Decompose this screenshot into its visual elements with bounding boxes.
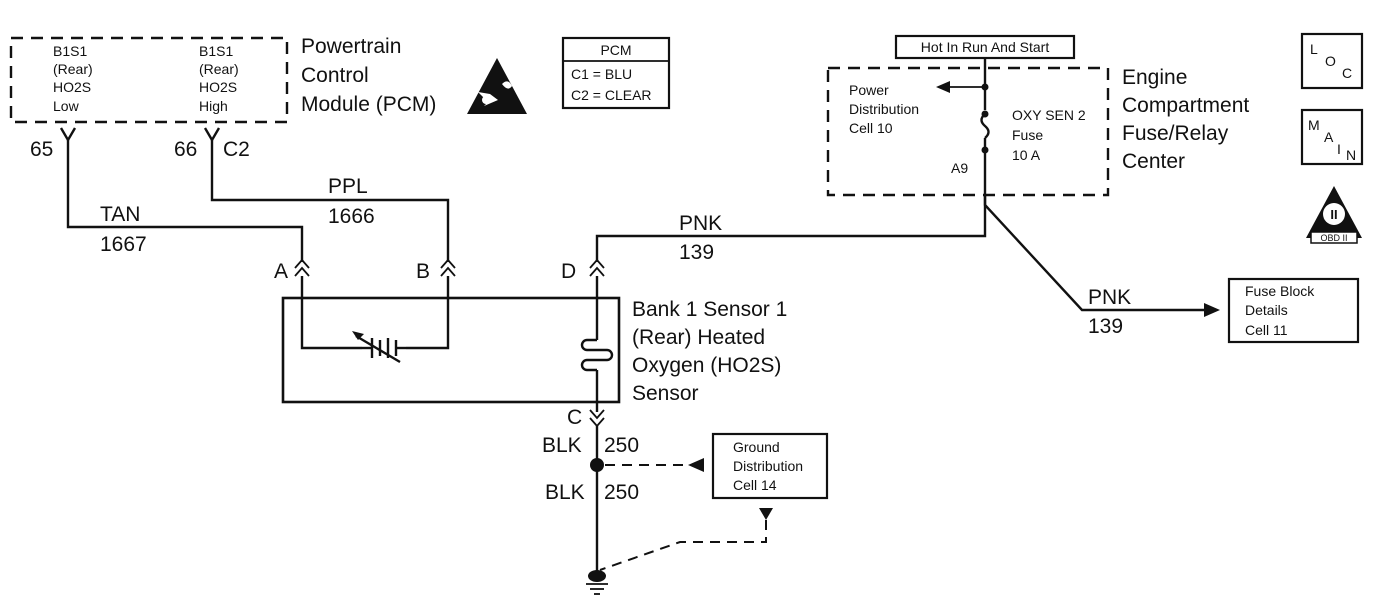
- main-icon-m: M: [1308, 117, 1320, 133]
- pcm-connector-legend: PCM C1 = BLU C2 = CLEAR: [561, 36, 671, 110]
- sensor-title-line-3: Oxygen (HO2S): [632, 354, 781, 377]
- terminal-b: B: [416, 258, 456, 283]
- main-icon-a: A: [1324, 129, 1334, 145]
- sensor-title: Bank 1 Sensor 1 (Rear) Heated Oxygen (HO…: [632, 298, 787, 405]
- pcm-low-line-3: HO2S: [53, 79, 91, 95]
- pcm-legend-c2: C2 = CLEAR: [571, 87, 652, 103]
- fuse-block-line-1: Fuse Block: [1245, 283, 1315, 299]
- terminal-b-label: B: [416, 260, 430, 283]
- wire-pnk-fuse-circuit: 139: [1088, 315, 1123, 338]
- power-dist-line-3: Cell 10: [849, 120, 893, 136]
- fuse-center-title-2: Compartment: [1122, 94, 1249, 117]
- fuse-line-3: 10 A: [1012, 147, 1041, 163]
- pcm-pin-66: 66 C2: [174, 127, 250, 161]
- ground-box-line-3: Cell 14: [733, 477, 777, 493]
- pcm-module: B1S1 (Rear) HO2S Low B1S1 (Rear) HO2S Hi…: [9, 35, 436, 124]
- pcm-title-line-1: Powertrain: [301, 35, 401, 58]
- fuse-block-details-reference: Fuse Block Details Cell 11: [1227, 277, 1360, 344]
- wire-ppl-circuit: 1666: [328, 205, 375, 228]
- wire-blk-lower-color: BLK: [545, 481, 585, 504]
- loc-icon: L O C: [1300, 32, 1364, 90]
- hot-in-run-label: Hot In Run And Start: [921, 39, 1050, 55]
- pcm-low-label: B1S1 (Rear) HO2S Low: [53, 43, 93, 114]
- terminal-a-label: A: [274, 260, 288, 283]
- loc-icon-c: C: [1342, 65, 1352, 81]
- ground-box-line-2: Distribution: [733, 458, 803, 474]
- sensor-title-line-2: (Rear) Heated: [632, 326, 765, 349]
- pcm-low-line-1: B1S1: [53, 43, 87, 59]
- fuse-symbol: [980, 113, 990, 139]
- power-dist-line-1: Power: [849, 82, 889, 98]
- obd-icon-numeral: II: [1330, 207, 1337, 222]
- terminal-d-label: D: [561, 260, 576, 283]
- fuse-center-title-4: Center: [1122, 150, 1185, 173]
- power-dist-line-2: Distribution: [849, 101, 919, 117]
- fuse-line-2: Fuse: [1012, 127, 1043, 143]
- ground-distribution-reference: Ground Distribution Cell 14: [599, 432, 829, 571]
- loc-icon-l: L: [1310, 41, 1318, 57]
- pcm-high-line-1: B1S1: [199, 43, 233, 59]
- wire-pnk-sensor-color: PNK: [679, 212, 722, 235]
- fuse-terminal-a9: A9: [951, 160, 968, 176]
- pcm-title-line-2: Control: [301, 64, 369, 87]
- fuse-relay-center: Hot In Run And Start Power Distribution …: [826, 34, 1249, 197]
- wire-blk-250-ground: BLK 250 BLK 250: [542, 426, 639, 572]
- pcm-pin-65-label: 65: [30, 138, 53, 161]
- sensor-box: [281, 296, 621, 404]
- pcm-title-line-3: Module (PCM): [301, 93, 436, 116]
- heater-element-symbol: [580, 338, 614, 372]
- pcm-pin-66-label: 66: [174, 138, 197, 161]
- main-icon-i: I: [1337, 141, 1341, 157]
- wire-blk-upper-circuit: 250: [604, 434, 639, 457]
- ground-box-line-1: Ground: [733, 439, 780, 455]
- wire-ppl-color: PPL: [328, 175, 368, 198]
- wire-ppl-1666: PPL 1666: [210, 140, 450, 262]
- wire-pnk-139-fuse-block: PNK 139: [983, 195, 1220, 338]
- wire-tan-1667: TAN 1667: [66, 140, 304, 262]
- wire-blk-lower-circuit: 250: [604, 481, 639, 504]
- fuse-line-1: OXY SEN 2: [1012, 107, 1086, 123]
- obd-ii-icon: II OBD II: [1306, 186, 1362, 244]
- pcm-low-line-4: Low: [53, 98, 80, 114]
- fuse-center-dashed-border: [826, 66, 1110, 197]
- obd-icon-label: OBD II: [1320, 233, 1347, 243]
- pcm-legend-title: PCM: [600, 42, 631, 58]
- pcm-high-line-3: HO2S: [199, 79, 237, 95]
- main-icon: M A I N: [1300, 108, 1364, 166]
- terminal-d: D: [561, 258, 605, 283]
- terminal-a: A: [274, 258, 310, 283]
- pcm-connector-c2-label: C2: [223, 138, 250, 161]
- pcm-high-label: B1S1 (Rear) HO2S High: [199, 43, 239, 114]
- terminal-c-label: C: [567, 406, 582, 429]
- terminal-c: C: [567, 406, 605, 429]
- sensor-title-line-4: Sensor: [632, 382, 699, 405]
- pcm-high-line-2: (Rear): [199, 61, 239, 77]
- esd-warning-icon: [467, 58, 527, 114]
- wire-pnk-fuse-color: PNK: [1088, 286, 1131, 309]
- wire-blk-upper-color: BLK: [542, 434, 582, 457]
- fuse-block-line-2: Details: [1245, 302, 1288, 318]
- fuse-block-line-3: Cell 11: [1245, 322, 1288, 338]
- sensor-title-line-1: Bank 1 Sensor 1: [632, 298, 787, 321]
- wire-pnk-139-sensor: PNK 139: [595, 170, 987, 264]
- pcm-title: Powertrain Control Module (PCM): [301, 35, 436, 116]
- fuse-center-title-3: Fuse/Relay: [1122, 122, 1229, 145]
- wire-pnk-sensor-circuit: 139: [679, 241, 714, 264]
- main-icon-n: N: [1346, 147, 1356, 163]
- ground-splice: [590, 458, 604, 472]
- ho2s-sensor: Bank 1 Sensor 1 (Rear) Heated Oxygen (HO…: [281, 276, 787, 412]
- ground-symbol-icon: [586, 570, 608, 595]
- wire-tan-circuit: 1667: [100, 233, 147, 256]
- fuse-center-title-1: Engine: [1122, 66, 1187, 89]
- wire-tan-color: TAN: [100, 203, 140, 226]
- pcm-low-line-2: (Rear): [53, 61, 93, 77]
- variable-resistor-symbol: [352, 331, 406, 364]
- pcm-legend-c1: C1 = BLU: [571, 66, 632, 82]
- loc-icon-o: O: [1325, 53, 1336, 69]
- pcm-high-line-4: High: [199, 98, 228, 114]
